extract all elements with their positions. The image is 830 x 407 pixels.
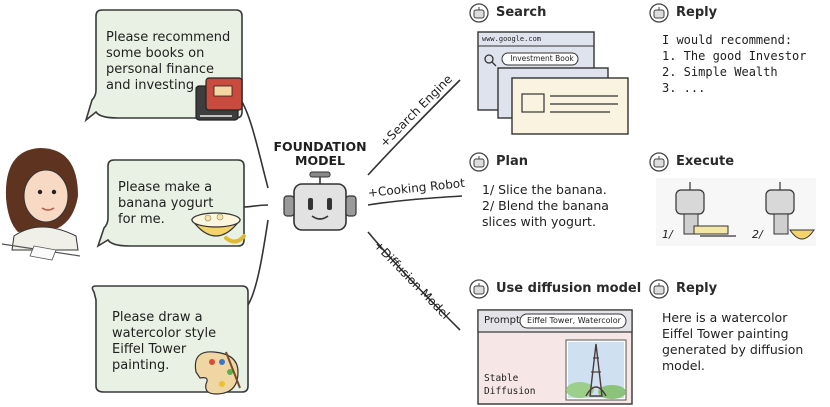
eiffel-tower-painting: [566, 342, 626, 399]
connector-diffusion: [367, 231, 461, 331]
reply-text-1: I would recommend: 1. The good Investor …: [662, 33, 807, 95]
diffusion-title: Use diffusion model: [496, 281, 642, 296]
prompt-value: Eiffel Tower, Watercolor: [527, 316, 621, 325]
stable-diffusion-label: Stable Diffusion: [484, 373, 536, 397]
robot-icon: [283, 171, 357, 231]
connector-robot: [367, 195, 463, 206]
connector-request-3: [245, 219, 269, 309]
search-title: Search: [496, 5, 547, 20]
request-text-2: Please make a banana yogurt for me.: [118, 180, 214, 227]
books-icon: [195, 77, 243, 121]
robot-head-icon-reply-1: [649, 3, 669, 23]
reply-title-1: Reply: [676, 5, 718, 20]
yogurt-bowl-icon: [190, 212, 246, 244]
request-text-3: Please draw a watercolor style Eiffel To…: [112, 310, 217, 373]
request-text-1: Please recommend some books on personal …: [106, 30, 231, 93]
foundation-model-title: FOUNDATION MODEL: [273, 139, 367, 168]
connector-search: [367, 79, 461, 176]
robot-head-icon-search: [469, 3, 489, 23]
search-query: Investment Book: [510, 54, 574, 63]
robot-head-icon-execute: [649, 152, 669, 172]
robot-head-icon-reply-2: [649, 279, 669, 299]
robot-head-icon-plan: [469, 152, 489, 172]
execute-title: Execute: [676, 154, 735, 169]
user-avatar: [1, 148, 81, 261]
palette-icon: [194, 351, 241, 395]
reply-title-2: Reply: [676, 281, 718, 296]
robot-head-icon-diffusion: [469, 279, 489, 299]
connector-request-2: [243, 204, 269, 208]
execute-step-2-label: 2/: [752, 228, 763, 241]
browser-url: www.google.com: [482, 35, 542, 43]
execute-illustration: [656, 178, 816, 246]
prompt-label: Prompt: [484, 315, 520, 326]
reply-text-2: Here is a watercolor Eiffel Tower painti…: [662, 310, 804, 373]
browser-window-stack: [477, 31, 629, 135]
execute-step-1-label: 1/: [662, 228, 673, 241]
plan-title: Plan: [496, 154, 529, 169]
plan-text: 1/ Slice the banana. 2/ Blend the banana…: [482, 182, 609, 229]
